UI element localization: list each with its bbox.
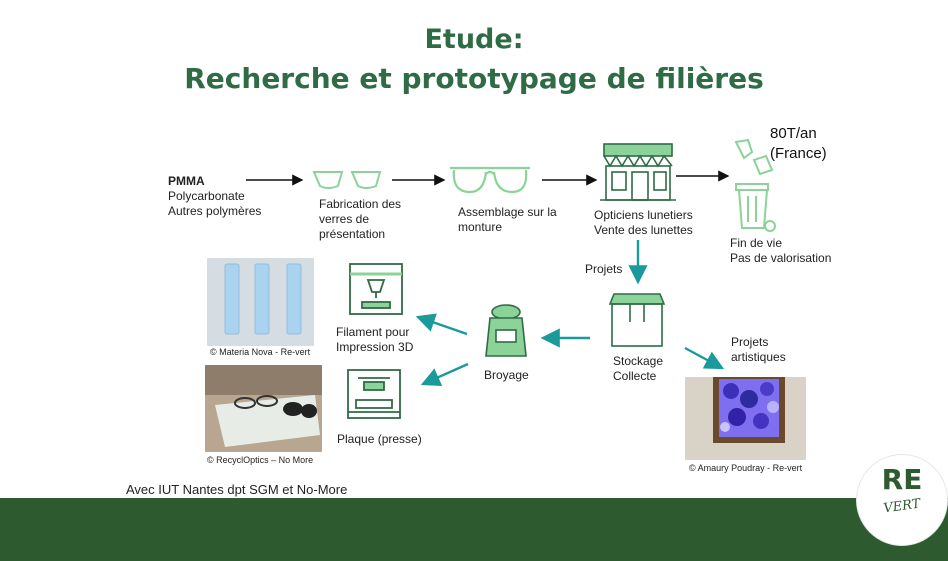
arrow-broyage-to-filament xyxy=(415,313,468,336)
artistic-photo xyxy=(685,377,806,460)
title-line-2: Recherche et prototypage de filières xyxy=(184,62,764,95)
amaury-caption: © Amaury Poudray - Re-vert xyxy=(689,463,803,473)
arrow-stockage-to-artistique xyxy=(684,346,725,370)
recyclo-photo xyxy=(205,365,322,452)
recyclo-caption: © RecyclOptics – No More xyxy=(207,455,314,465)
materia-caption: © Materia Nova - Re-vert xyxy=(210,347,311,357)
shop-icon xyxy=(600,143,676,201)
logo-re: RE xyxy=(881,463,923,496)
3d-printer-icon xyxy=(349,263,403,315)
materia-photo xyxy=(207,258,314,346)
lenses-icon xyxy=(312,171,382,189)
footer-note: Avec IUT Nantes dpt SGM et No-More xyxy=(126,482,348,497)
glasses-icon xyxy=(450,166,530,194)
title-line-1: Etude: xyxy=(424,24,524,55)
source-label: PMMA Polycarbonate Autres polymères xyxy=(168,174,262,218)
broyage-label: Broyage xyxy=(484,368,529,382)
logo-vert: VERT xyxy=(882,496,922,517)
grinding-bag-icon xyxy=(485,304,527,357)
quantity-label: 80T/an(France) xyxy=(770,125,827,162)
footer-band xyxy=(0,498,948,561)
projets-label: Projets xyxy=(585,262,623,276)
arrow-broyage-to-plaque xyxy=(420,362,469,386)
box-icon xyxy=(608,293,666,347)
trash-icon xyxy=(734,138,776,232)
revert-logo: RE VERT xyxy=(856,454,948,546)
plaque-label: Plaque (presse) xyxy=(337,432,422,446)
press-icon xyxy=(347,369,401,419)
